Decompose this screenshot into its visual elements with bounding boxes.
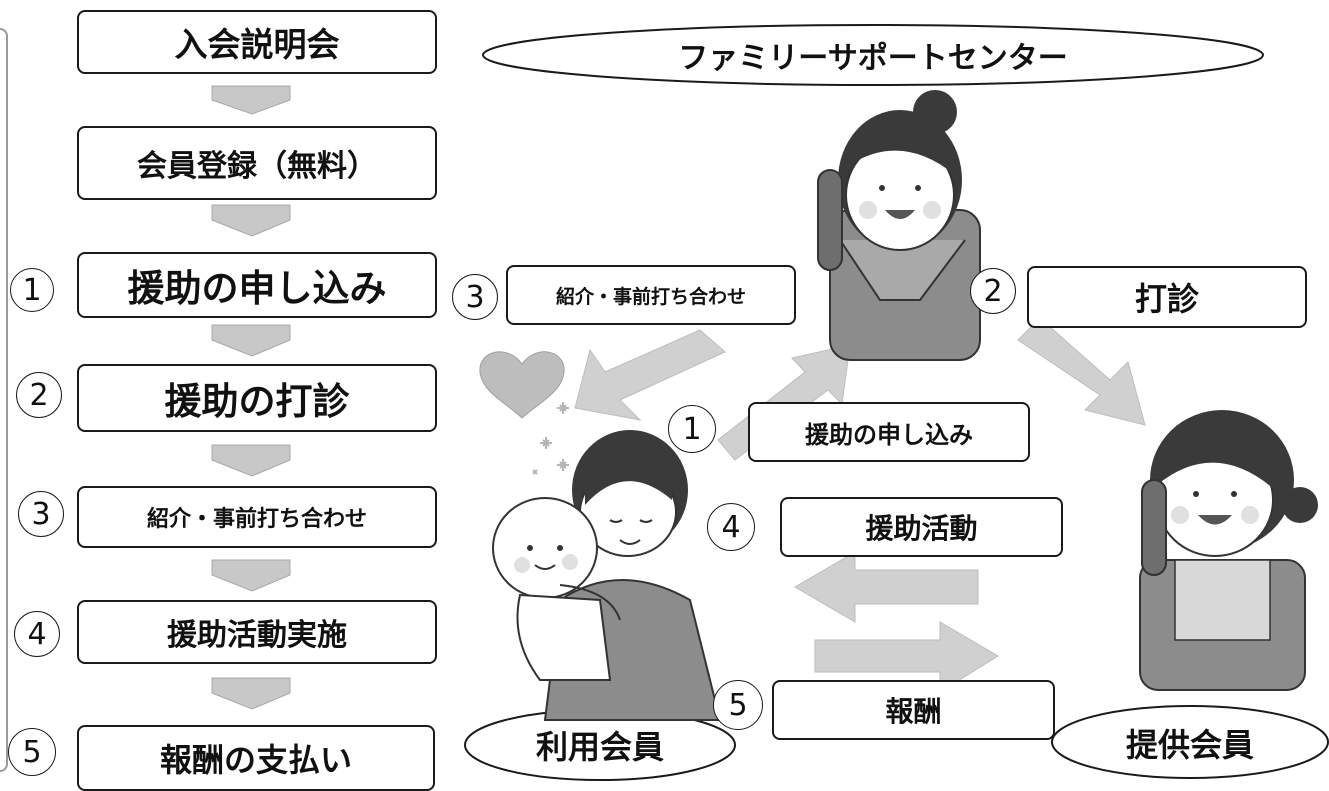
flow-orientation-label: 入会説明会 <box>174 25 340 64</box>
flow-step2-label: 援助の打診 <box>164 380 350 423</box>
flow-step2-box: 援助の打診 <box>77 364 437 432</box>
flow-step5-label: 報酬の支払い <box>159 741 352 779</box>
flow-registration-box: 会員登録（無料） <box>77 126 437 200</box>
flow-arrow-3 <box>211 324 291 357</box>
mother-baby-illustration <box>492 430 722 721</box>
relation-3-box: 紹介・事前打ち合わせ <box>506 265 796 325</box>
arrow-sounding-out <box>1017 317 1146 426</box>
heart-icon <box>479 351 565 419</box>
flow-step5-box: 報酬の支払い <box>77 725 435 791</box>
user-member-label: 利用会員 <box>535 728 664 766</box>
flow-arrow-6 <box>211 677 291 710</box>
center-title: ファミリーサポートセンター <box>678 41 1068 76</box>
flow-step4-label: 援助活動実施 <box>167 618 347 653</box>
flow-step5-number: 5 <box>8 728 56 776</box>
flow-orientation-box: 入会説明会 <box>77 10 437 74</box>
relation-4-box: 援助活動 <box>780 497 1063 557</box>
flow-registration-label: 会員登録（無料） <box>137 149 377 184</box>
provider-member-ellipse <box>1051 705 1329 779</box>
flow-step1-number: 1 <box>10 268 54 312</box>
flow-step2-number: 2 <box>16 372 62 418</box>
sparkle-icon <box>532 402 569 475</box>
flow-step3-label: 紹介・事前打ち合わせ <box>146 507 367 532</box>
provider-member-label: 提供会員 <box>1125 726 1254 764</box>
arrow-support-activity <box>794 551 979 623</box>
flow-arrow-1 <box>211 85 291 115</box>
flow-arrow-4 <box>211 444 291 477</box>
relation-1-box: 援助の申し込み <box>748 402 1030 462</box>
relation-4-number: 4 <box>707 503 755 551</box>
flow-step4-box: 援助活動実施 <box>77 600 437 664</box>
relation-5-box: 報酬 <box>772 680 1055 740</box>
provider-woman-illustration <box>1139 410 1318 691</box>
flow-step4-number: 4 <box>14 611 60 657</box>
arrow-payment <box>814 621 999 693</box>
relation-3-number: 3 <box>452 274 498 320</box>
relation-2-box: 打診 <box>1027 266 1307 328</box>
flow-step3-number: 3 <box>18 491 64 537</box>
flow-step1-label: 援助の申し込み <box>127 267 387 310</box>
relation-2-number: 2 <box>970 268 1016 314</box>
relation-1-number: 1 <box>668 405 716 453</box>
arrow-introduction <box>574 329 726 421</box>
relation-5-number: 5 <box>713 680 763 730</box>
flow-step1-box: 援助の申し込み <box>77 252 437 318</box>
flow-step3-box: 紹介・事前打ち合わせ <box>77 486 437 548</box>
center-woman-illustration <box>817 90 981 361</box>
center-ellipse <box>482 24 1264 86</box>
flow-arrow-5 <box>211 559 291 592</box>
flow-arrow-2 <box>211 204 291 237</box>
